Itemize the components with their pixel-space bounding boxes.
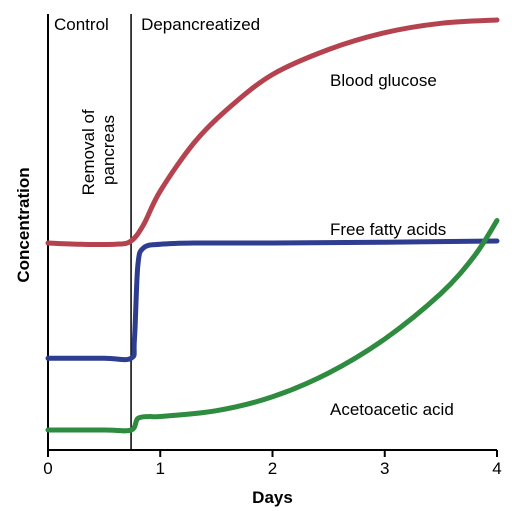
blood-glucose-label: Blood glucose [330, 71, 437, 90]
x-tick-label-2: 2 [268, 459, 277, 478]
free-fatty-acids-line [45, 238, 500, 363]
free-fatty-acids-label: Free fatty acids [330, 220, 446, 239]
acetoacetic-acid-label: Acetoacetic acid [330, 400, 454, 419]
control-label: Control [54, 15, 109, 34]
depancreatized-label: Depancreatized [141, 15, 260, 34]
acetoacetic-acid-line [45, 218, 500, 434]
removal-of-pancreas-label: Removal of pancreas [79, 105, 118, 196]
y-axis-title: Concentration [14, 167, 33, 282]
x-ticks: 0 1 2 3 4 [43, 450, 502, 478]
x-tick-label-1: 1 [156, 459, 165, 478]
removal-label-line-1: Removal of [79, 109, 98, 195]
x-tick-label-4: 4 [492, 459, 501, 478]
x-tick-label-3: 3 [380, 459, 389, 478]
removal-label-line-2: pancreas [99, 115, 118, 185]
blood-glucose-line [45, 17, 500, 248]
x-tick-label-0: 0 [43, 459, 52, 478]
series-lines [45, 17, 500, 434]
x-axis-title: Days [252, 488, 293, 507]
